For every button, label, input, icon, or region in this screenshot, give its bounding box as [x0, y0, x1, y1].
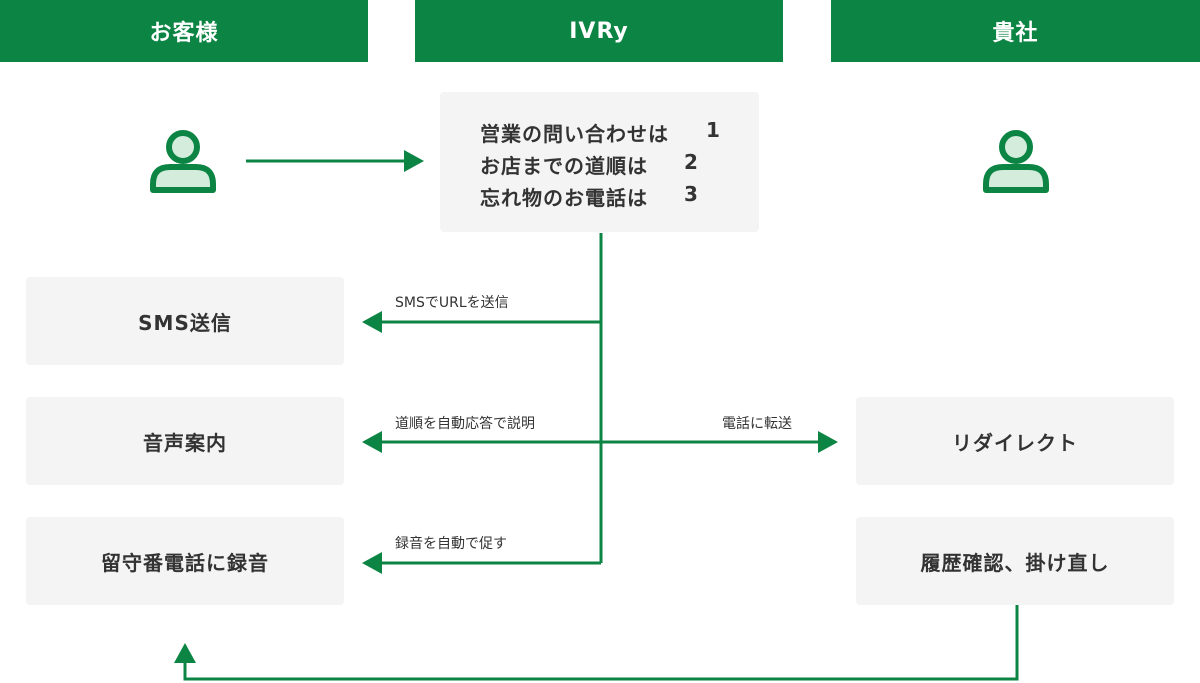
ivr-menu-key-2: 2 [684, 150, 699, 174]
edge-label-voicemail: 録音を自動で促す [395, 536, 507, 552]
customer-person-icon [150, 130, 216, 193]
ivr-menu-item-2: お店までの道順は [480, 154, 648, 178]
edge-label-voice: 道順を自動応答で説明 [395, 416, 535, 432]
ivr-menu-key-3: 3 [684, 182, 699, 206]
company-person-icon [983, 130, 1049, 193]
arrowhead-ivry [404, 150, 424, 172]
action-box-sms: SMS送信 [26, 277, 344, 365]
edge-label-transfer: 電話に転送 [722, 416, 792, 432]
column-header-company: 貴社 [831, 0, 1200, 62]
action-box-redirect: リダイレクト [856, 397, 1174, 485]
column-header-customer: お客様 [0, 0, 368, 62]
arrowhead-callback [174, 643, 196, 663]
ivr-menu-key-1: 1 [706, 118, 721, 142]
action-box-history-callback: 履歴確認、掛け直し [856, 517, 1174, 605]
ivr-menu-item-1: 営業の問い合わせは [480, 122, 669, 146]
edge-label-sms: SMSでURLを送信 [395, 295, 509, 311]
arrowhead-redirect [818, 431, 838, 453]
arrowhead-voice [362, 431, 382, 453]
ivr-menu-item-3: 忘れ物のお電話は [480, 186, 648, 210]
column-header-ivry: IVRy [415, 0, 783, 62]
arrowhead-voicemail [362, 552, 382, 574]
action-box-voice-guide: 音声案内 [26, 397, 344, 485]
action-box-voicemail: 留守番電話に録音 [26, 517, 344, 605]
arrowhead-sms [362, 311, 382, 333]
arrow-callback-loop [183, 605, 1019, 681]
ivr-menu-box: 営業の問い合わせは 1 お店までの道順は 2 忘れ物のお電話は 3 [440, 92, 759, 232]
